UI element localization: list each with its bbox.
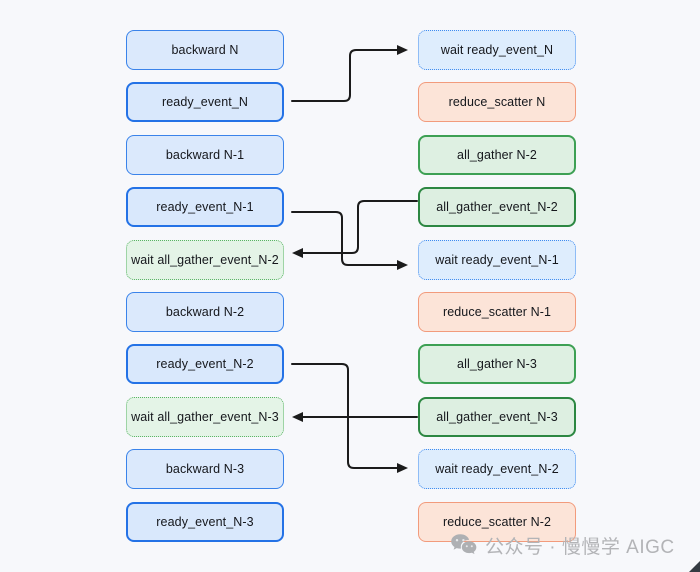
wechat-icon	[451, 534, 477, 555]
watermark: 公众号 · 慢慢学 AIGC	[450, 529, 675, 561]
node-reduce-scatter-n: reduce_scatter N	[418, 82, 576, 123]
arrowhead-wait-ready-event-n-1	[397, 260, 408, 270]
arrow-ready-event-n-2-to-wait-ready-event-n-2	[291, 363, 400, 469]
node-all-gather-event-n-3: all_gather_event_N-3	[418, 396, 576, 437]
screenshot-corner-artifact	[689, 561, 700, 572]
node-backward-n: backward N	[126, 30, 284, 70]
node-all-gather-n-3: all_gather N-3	[418, 344, 576, 385]
node-backward-n-3: backward N-3	[126, 449, 284, 490]
node-backward-n-1: backward N-1	[126, 134, 284, 175]
node-all-gather-event-n-2: all_gather_event_N-2	[418, 187, 576, 228]
arrowhead-wait-ready-event-n	[397, 45, 408, 55]
node-reduce-scatter-n-1: reduce_scatter N-1	[418, 292, 576, 332]
node-wait-all-gather-event-n-3: wait all_gather_event_N-3	[126, 396, 284, 437]
node-wait-ready-event-n: wait ready_event_N	[418, 30, 576, 70]
node-wait-ready-event-n-1: wait ready_event_N-1	[418, 239, 576, 280]
arrow-ready-event-n-to-wait-ready-event-n	[291, 49, 400, 102]
arrow-ready-event-n-1-to-wait-ready-event-n-1	[291, 211, 400, 266]
arrowhead-wait-all-gather-event-n-2	[292, 248, 303, 258]
watermark-text: 公众号 · 慢慢学 AIGC	[485, 536, 675, 558]
node-reduce-scatter-n-2: reduce_scatter N-2	[418, 501, 576, 542]
node-ready-event-n-3: ready_event_N-3	[126, 501, 284, 542]
node-backward-n-2: backward N-2	[126, 292, 284, 332]
arrowhead-wait-ready-event-n-2	[397, 463, 408, 473]
node-wait-ready-event-n-2: wait ready_event_N-2	[418, 449, 576, 490]
node-ready-event-n: ready_event_N	[126, 82, 284, 123]
node-ready-event-n-2: ready_event_N-2	[126, 344, 284, 385]
node-wait-all-gather-event-n-2: wait all_gather_event_N-2	[126, 239, 284, 280]
arrowhead-wait-all-gather-event-n-3	[292, 412, 303, 422]
node-all-gather-n-2: all_gather N-2	[418, 134, 576, 175]
node-ready-event-n-1: ready_event_N-1	[126, 187, 284, 228]
arrow-all-gather-event-n-2-to-wait-all-gather-event-n-2	[300, 200, 418, 254]
